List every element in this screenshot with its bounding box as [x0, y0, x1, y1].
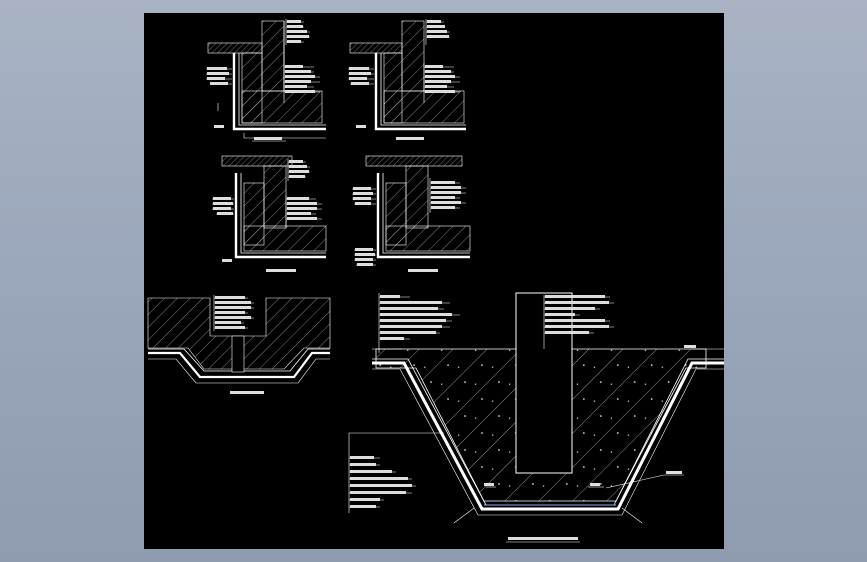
drawing-sheet[interactable] [144, 13, 724, 549]
cad-drawing [147, 19, 724, 543]
detail-1 [206, 19, 326, 142]
main-pit-section [348, 292, 724, 543]
detail-4 [352, 155, 471, 272]
detail-2 [348, 19, 466, 140]
detail-5 [147, 295, 331, 394]
detail-3 [212, 155, 327, 272]
